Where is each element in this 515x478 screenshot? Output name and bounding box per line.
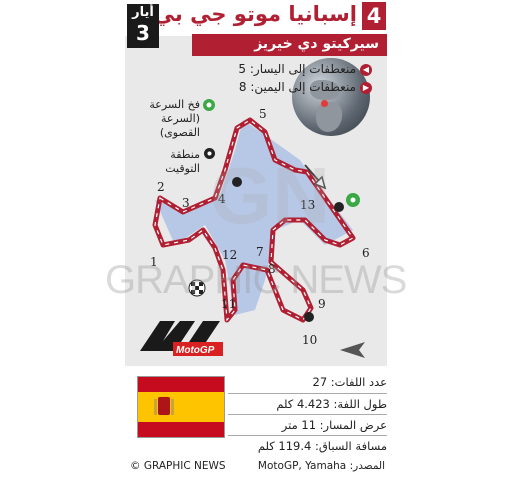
- direction-arrowhead-main: [313, 175, 327, 190]
- watermark-logo: GN: [210, 151, 330, 240]
- corner-4: 4: [218, 192, 226, 206]
- corner-6: 6: [362, 246, 370, 260]
- corner-11: 11: [221, 297, 237, 311]
- source-text: المصدر: MotoGP, Yamaha: [257, 460, 385, 472]
- timing-icon: [204, 148, 215, 159]
- spain-flag: [137, 376, 225, 438]
- motogp-logo: MotoGP: [140, 321, 223, 356]
- right-turns-text: منعطفات إلى اليمين: 8: [238, 80, 356, 94]
- corner-13: 13: [300, 198, 316, 212]
- motogp-logo-text: MotoGP: [176, 345, 215, 356]
- corner-3: 3: [182, 196, 190, 210]
- round-number: 4: [362, 2, 386, 30]
- stat-laps: عدد اللفات: 27: [312, 375, 388, 389]
- timing-label: منطقة التوقيت: [165, 148, 200, 175]
- speed-trap-label: فخ السرعة (السرعة القصوى): [149, 98, 200, 139]
- right-arrow-icon: ▶: [360, 81, 372, 94]
- left-turns-text: منعطفات إلى اليسار: 5: [238, 62, 356, 76]
- corner-12: 12: [222, 248, 238, 262]
- location-marker-icon: [321, 100, 328, 107]
- corner-8: 8: [268, 262, 276, 276]
- speed-trap-legend: فخ السرعة (السرعة القصوى): [130, 98, 200, 140]
- right-turns-line: ▶ منعطفات إلى اليمين: 8: [239, 80, 372, 94]
- track-infield: [155, 120, 353, 315]
- timing-marker-icon-2: [334, 202, 344, 212]
- globe-icon: [292, 58, 370, 136]
- date-badge: أيار 3: [127, 4, 159, 48]
- circuit-name: سيركيتو دي خيريز: [254, 36, 379, 52]
- timing-marker-icon-1: [232, 177, 242, 187]
- left-turns-line: ◀ منعطفات إلى اليسار: 5: [238, 62, 372, 76]
- subtitle-bar: سيركيتو دي خيريز: [192, 34, 387, 56]
- track-line-inner: [154, 119, 354, 322]
- left-arrow-icon: ◀: [360, 63, 372, 76]
- stat-race-distance: مسافة السباق: 119.4 كلم: [228, 435, 387, 456]
- corner-7: 7: [256, 245, 264, 259]
- stat-lap-length: طول اللفة: 4.423 كلم: [228, 393, 387, 414]
- page-title: إسبانيا موتو جي بي: [153, 2, 357, 26]
- track-map: [152, 117, 365, 358]
- stat-track-width: عرض المسار: 11 متر: [228, 414, 387, 435]
- timing-marker-icon-3: [304, 312, 314, 322]
- speed-trap-icon: [203, 99, 215, 111]
- wind-arrow-icon: [340, 342, 365, 358]
- date-month: أيار: [132, 5, 154, 20]
- copyright-text: © GRAPHIC NEWS: [130, 460, 226, 472]
- title-bar: [125, 0, 387, 36]
- corner-1: 1: [150, 255, 158, 269]
- date-day: 3: [136, 21, 150, 45]
- corner-2: 2: [157, 180, 165, 194]
- watermark-text: GRAPHIC NEWS: [105, 258, 407, 302]
- corner-5: 5: [259, 107, 267, 121]
- corner-10: 10: [302, 333, 318, 347]
- corner-9: 9: [318, 297, 326, 311]
- timing-legend: منطقة التوقيت: [148, 148, 200, 176]
- coat-of-arms-icon: [158, 397, 170, 415]
